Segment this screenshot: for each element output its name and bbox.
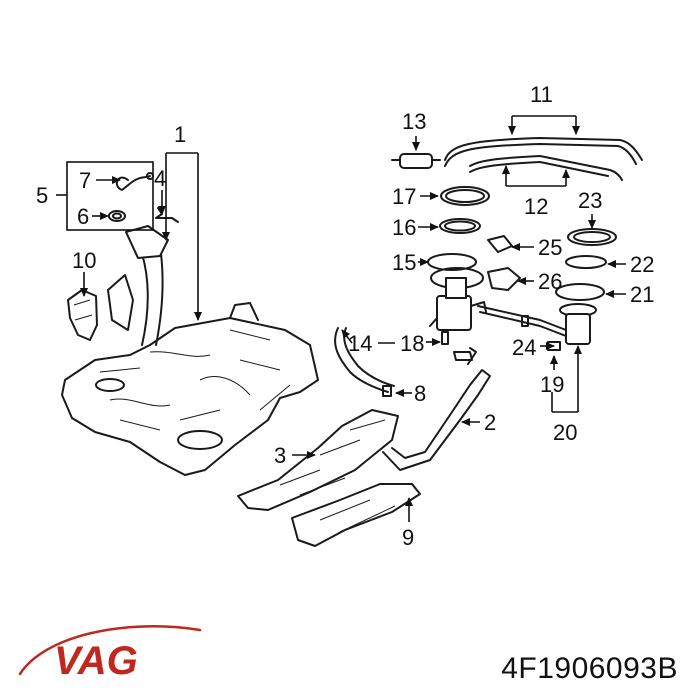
callout-12: 12 xyxy=(524,194,548,219)
callout-18: 18 xyxy=(400,331,424,356)
fuel-line-11 xyxy=(444,137,643,167)
lock-ring-17 xyxy=(440,186,490,206)
seal-ring-22 xyxy=(565,255,607,269)
callout-22: 22 xyxy=(630,252,654,277)
fuel-sender-unit xyxy=(477,303,597,351)
leader-lines xyxy=(56,115,626,522)
callout-26: 26 xyxy=(538,269,562,294)
callout-9: 9 xyxy=(402,525,414,550)
callout-15: 15 xyxy=(392,250,416,275)
callout-1: 1 xyxy=(174,122,186,147)
seal-ring-21 xyxy=(555,283,605,301)
filler-neck xyxy=(107,225,169,346)
bracket-26 xyxy=(487,267,521,291)
fuel-hose-8 xyxy=(334,327,395,397)
callout-25: 25 xyxy=(538,235,562,260)
kit-box-5 xyxy=(66,161,154,231)
clip-4 xyxy=(155,207,179,223)
heat-shield-9 xyxy=(291,483,421,547)
callout-4: 4 xyxy=(154,166,166,191)
vag-logo-text: VAG xyxy=(54,639,138,683)
callout-17: 17 xyxy=(392,184,416,209)
fuel-line-12 xyxy=(469,155,623,181)
callout-13: 13 xyxy=(402,109,426,134)
vag-logo: VAG xyxy=(18,625,202,683)
callout-7: 7 xyxy=(79,168,91,193)
callout-16: 16 xyxy=(392,215,416,240)
callout-21: 21 xyxy=(630,282,654,307)
fuel-tank xyxy=(61,302,319,476)
callout-labels: 1 2 3 4 5 6 7 8 9 10 11 12 13 14 15 16 1… xyxy=(36,82,654,550)
fuel-pump-module xyxy=(429,267,487,361)
callout-10: 10 xyxy=(72,248,96,273)
lock-ring-23 xyxy=(567,228,617,246)
callout-8: 8 xyxy=(414,381,426,406)
bracket-10 xyxy=(67,289,98,341)
callout-20: 20 xyxy=(553,420,577,445)
callout-3: 3 xyxy=(274,443,286,468)
seal-6 xyxy=(108,210,126,222)
callout-2: 2 xyxy=(484,410,496,435)
strap-2 xyxy=(382,347,491,471)
part-number: 4F1906093B xyxy=(501,652,678,685)
seal-ring-16 xyxy=(439,218,481,234)
callout-5: 5 xyxy=(36,183,48,208)
callout-6: 6 xyxy=(77,204,89,229)
sensor-7 xyxy=(115,172,154,191)
callout-19: 19 xyxy=(540,372,564,397)
fuel-filter-13 xyxy=(391,153,441,169)
callout-24: 24 xyxy=(512,335,536,360)
callout-11: 11 xyxy=(530,82,553,107)
connector-25 xyxy=(487,235,513,253)
callout-14: 14 xyxy=(348,331,372,356)
callout-23: 23 xyxy=(578,188,602,213)
